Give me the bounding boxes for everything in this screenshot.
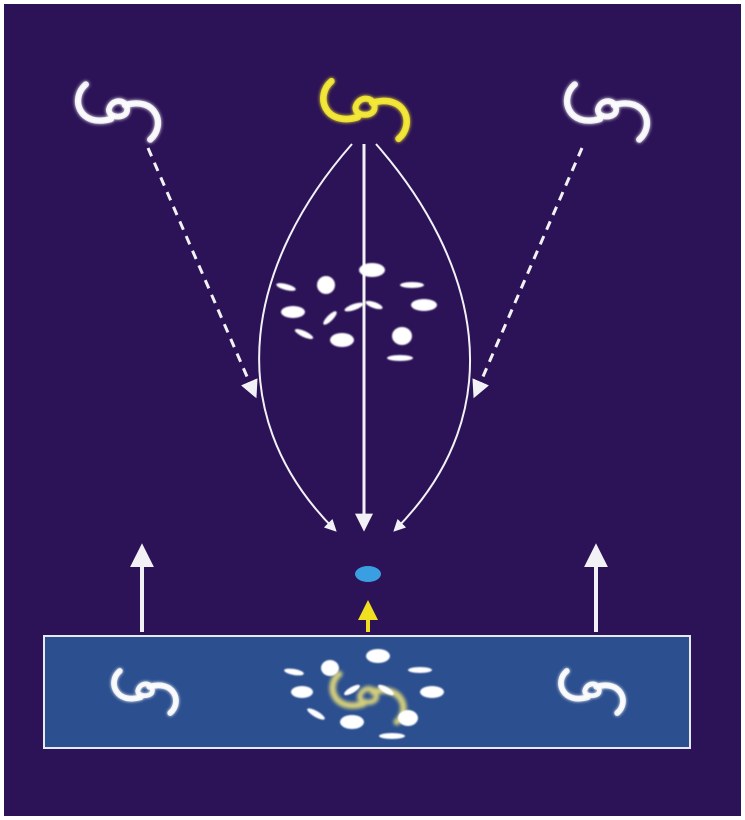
observer-panel bbox=[44, 636, 690, 748]
lensed-image-dot-icon bbox=[355, 566, 381, 582]
